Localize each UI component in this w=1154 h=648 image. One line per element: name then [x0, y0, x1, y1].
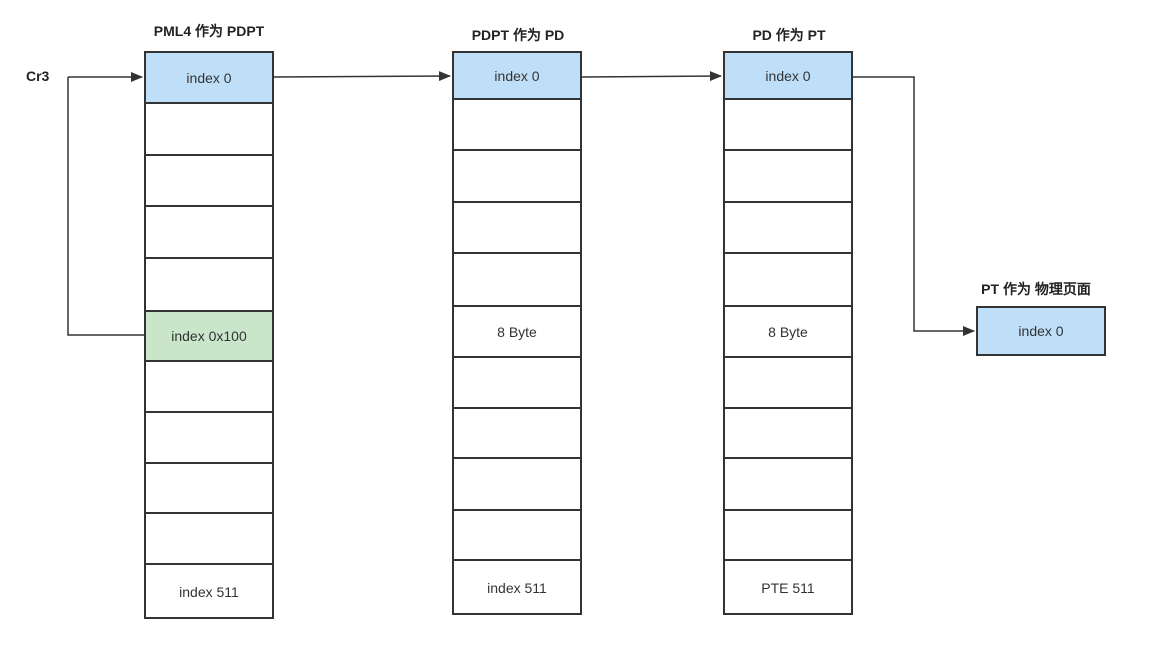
pml4-entry-0x100: index 0x100	[146, 312, 272, 362]
pdpt-entry	[454, 511, 580, 561]
pd-table: index 0 8 Byte PTE 511	[723, 51, 853, 615]
pdpt-table: index 0 8 Byte index 511	[452, 51, 582, 615]
pdpt-entry	[454, 459, 580, 511]
pd-header: PD 作为 PT	[752, 27, 826, 43]
physical-page-entry: index 0	[976, 306, 1106, 356]
pml4-header: PML4 作为 PDPT	[153, 23, 265, 39]
pdpt-entry	[454, 203, 580, 254]
pd-to-page-arrow	[853, 76, 975, 336]
pml4-entry-0: index 0	[146, 53, 272, 104]
pml4-to-pdpt-arrow	[273, 71, 451, 82]
pml4-table: index 0 index 0x100 index 511	[144, 51, 274, 619]
pdpt-entry	[454, 409, 580, 459]
pd-entry-0: index 0	[725, 53, 851, 100]
pd-entry	[725, 511, 851, 561]
pml4-entry-511: index 511	[179, 584, 239, 600]
pml4-entry	[146, 514, 272, 565]
pml4-entry	[146, 464, 272, 514]
pdpt-entry-8byte: 8 Byte	[454, 307, 580, 358]
pml4-entry	[146, 259, 272, 312]
pd-entry	[725, 100, 851, 151]
pdpt-entry-0: index 0	[454, 53, 580, 100]
pdpt-entry	[454, 254, 580, 307]
pd-entry	[725, 358, 851, 409]
pml4-entry	[146, 156, 272, 207]
pml4-entry	[146, 104, 272, 156]
pdpt-entry	[454, 100, 580, 151]
pdpt-to-pd-arrow	[581, 71, 722, 82]
pd-entry	[725, 254, 851, 307]
pd-entry-8byte: 8 Byte	[725, 307, 851, 358]
pd-entry	[725, 409, 851, 459]
pd-entry	[725, 459, 851, 511]
pml4-entry	[146, 207, 272, 259]
pdpt-entry	[454, 358, 580, 409]
pml4-entry	[146, 413, 272, 464]
pdpt-entry-511: index 511	[487, 580, 547, 596]
pml4-entry	[146, 362, 272, 413]
pdpt-header: PDPT 作为 PD	[471, 27, 565, 43]
pd-entry-511: PTE 511	[761, 580, 815, 596]
pd-entry	[725, 203, 851, 254]
page-header: PT 作为 物理页面	[981, 281, 1091, 297]
self-reference-line	[67, 77, 144, 336]
cr3-label: Cr3	[26, 68, 50, 84]
pd-entry	[725, 151, 851, 203]
pdpt-entry	[454, 151, 580, 203]
